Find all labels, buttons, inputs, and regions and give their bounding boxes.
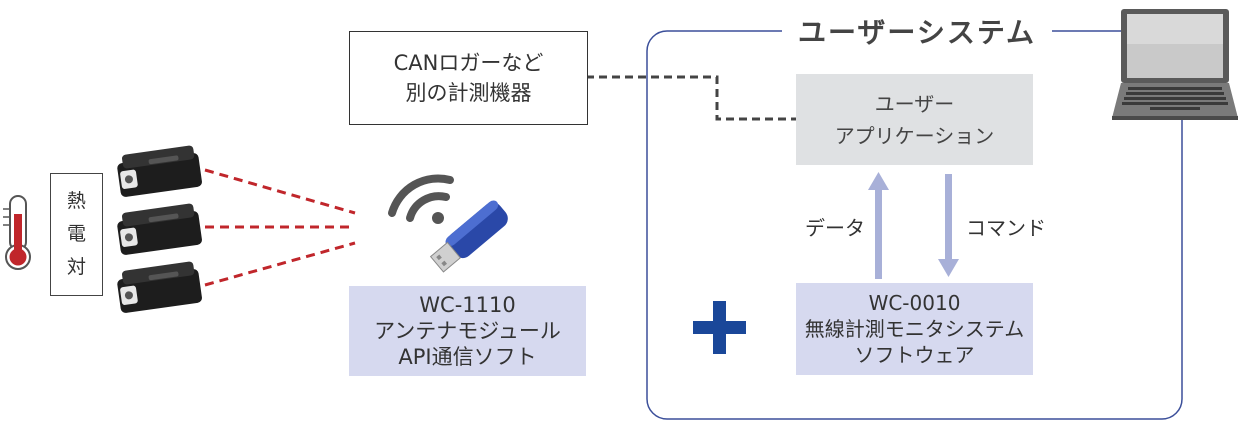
data-arrow: [868, 172, 889, 279]
thermocouple-char-2: 電: [66, 223, 86, 245]
thermometer-icon: [3, 195, 31, 270]
wireless-sensor-icon: [117, 261, 202, 313]
can-connector-line: [586, 75, 796, 121]
wc0010-line2: 無線計測モニタシステム: [804, 317, 1025, 341]
user-application-line2: アプリケーション: [834, 123, 995, 148]
wc1110-box: WC-1110 アンテナモジュール API通信ソフト: [349, 286, 586, 376]
thermocouple-label-box: 熱 電 対: [50, 173, 103, 296]
command-arrow-label: コマンド: [966, 216, 1046, 240]
usb-dongle-icon: [429, 200, 508, 273]
wireless-sensor-icon: [117, 145, 202, 197]
can-logger-box: CANロガーなど 別の計測機器: [349, 31, 588, 125]
wireless-sensor-icon: [117, 203, 202, 255]
wc1110-line3: API通信ソフト: [398, 345, 537, 369]
wifi-icon: [388, 174, 454, 224]
wireless-link-top: [204, 168, 356, 215]
wc1110-line1: WC-1110: [419, 293, 516, 317]
data-arrow-label: データ: [805, 216, 865, 240]
user-system-title: ユーザーシステム: [782, 8, 1052, 54]
wc0010-line3: ソフトウェア: [854, 343, 975, 367]
thermocouple-char-1: 熱: [66, 190, 86, 212]
wc1110-line2: アンテナモジュール: [374, 319, 561, 343]
plus-icon: [693, 301, 746, 354]
wc0010-line1: WC-0010: [868, 291, 961, 315]
wireless-links: [204, 168, 356, 287]
can-logger-line1: CANロガーなど: [393, 51, 544, 75]
wireless-link-bottom: [204, 241, 356, 287]
laptop-icon: [1112, 9, 1238, 120]
command-arrow: [938, 174, 959, 277]
thermocouple-char-3: 対: [66, 256, 86, 278]
wc0010-box: WC-0010 無線計測モニタシステム ソフトウェア: [796, 283, 1033, 375]
can-logger-line2: 別の計測機器: [405, 81, 532, 105]
wireless-sensor-group: [117, 145, 202, 313]
user-application-box: ユーザー アプリケーション: [796, 74, 1033, 165]
user-application-line1: ユーザー: [874, 91, 955, 116]
